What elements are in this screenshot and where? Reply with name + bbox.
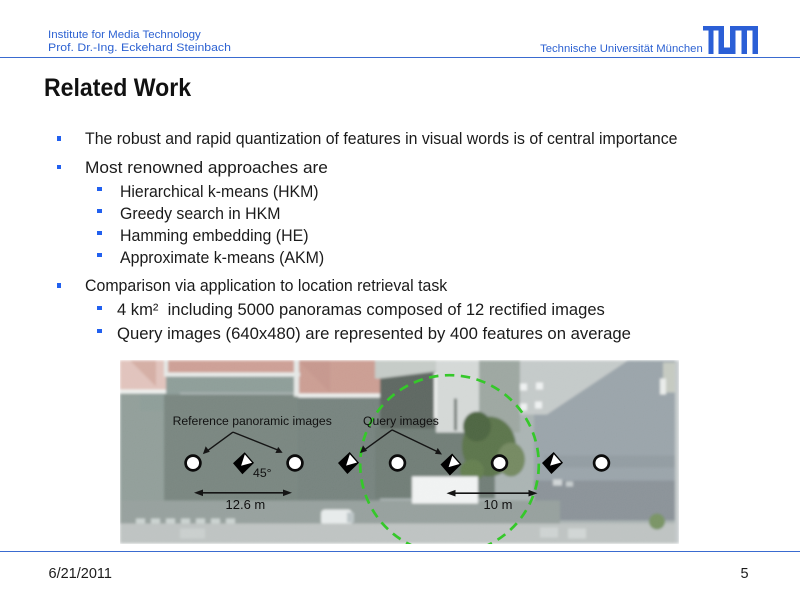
svg-text:Reference panoramic images: Reference panoramic images	[173, 414, 332, 428]
svg-text:45°: 45°	[253, 465, 272, 479]
svg-text:12.6 m: 12.6 m	[226, 497, 266, 512]
svg-text:Query images: Query images	[363, 414, 439, 428]
svg-text:10 m: 10 m	[484, 497, 513, 512]
